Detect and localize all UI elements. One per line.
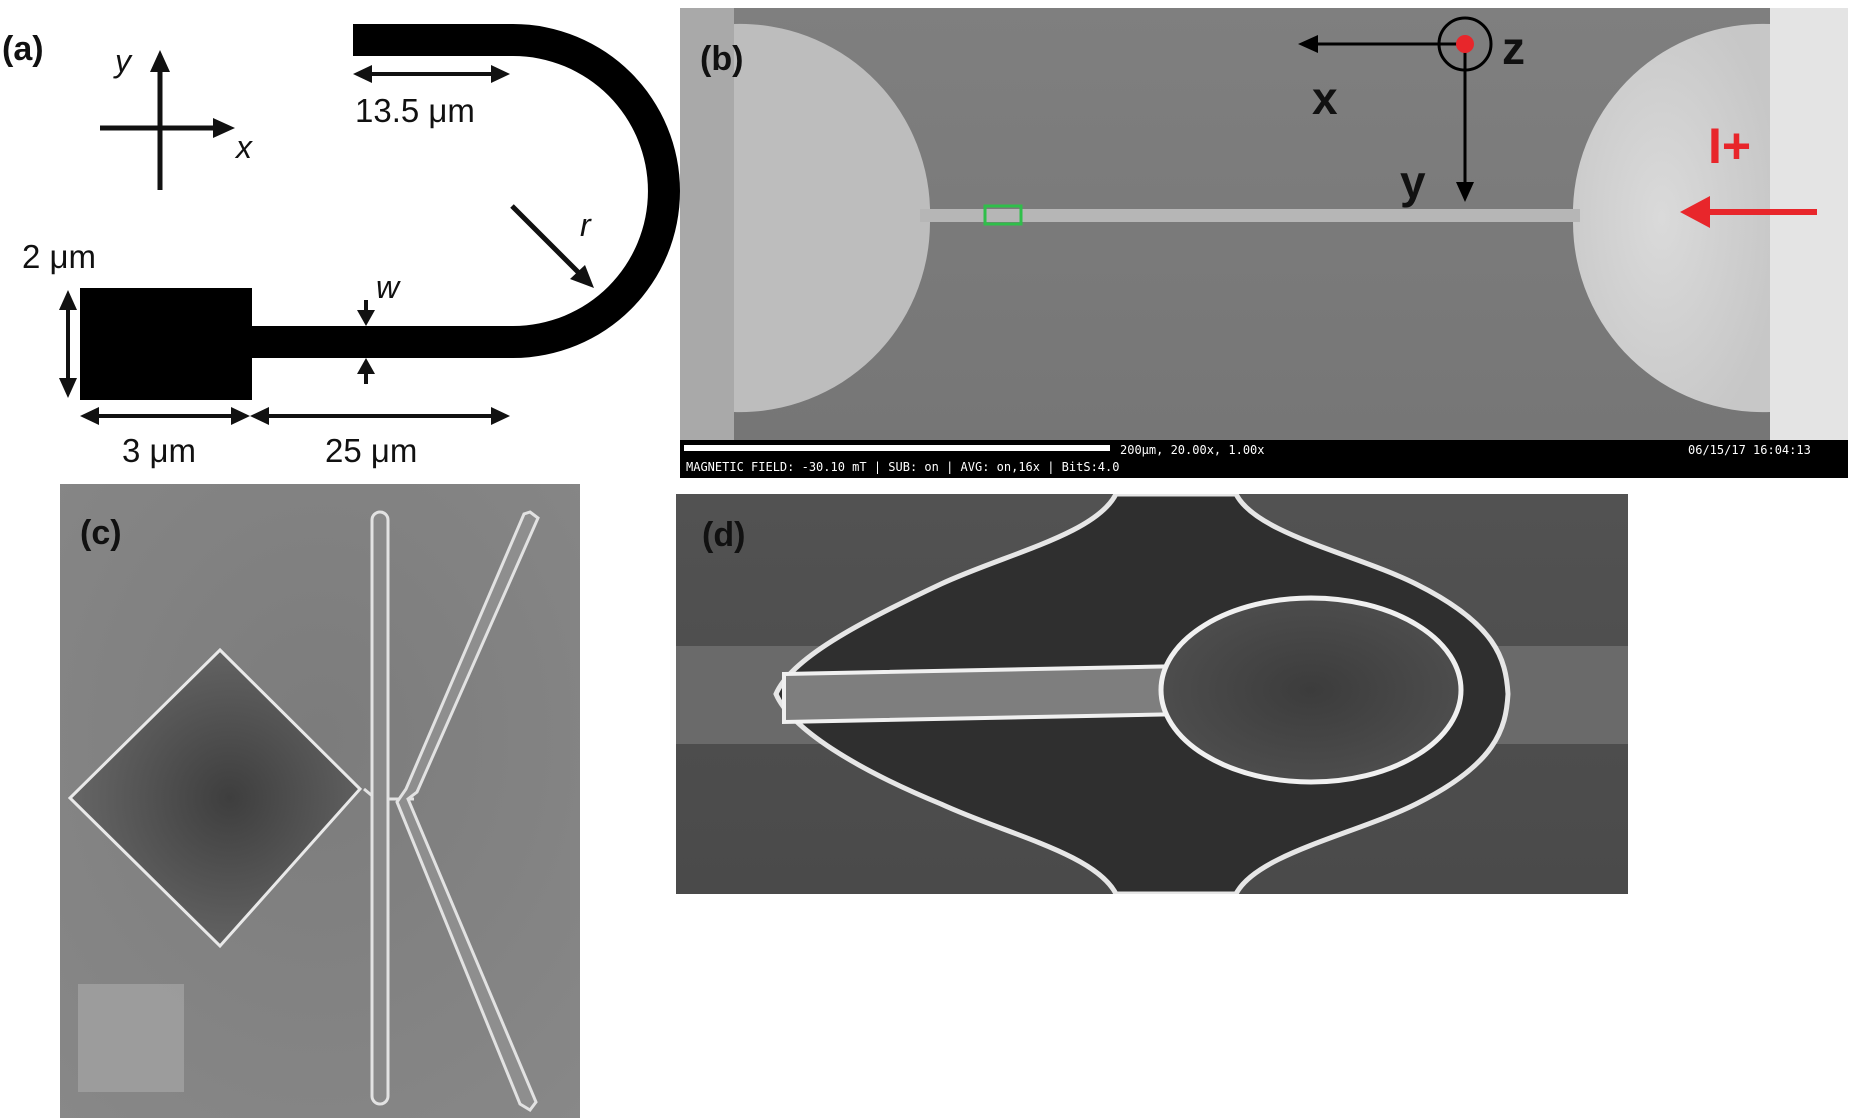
- left-contact-pad: [734, 23, 930, 413]
- current-arrow-icon: [1680, 196, 1817, 228]
- panel-a-schematic: (a) y x 13.5 μm r 2 μm w: [2, 24, 680, 469]
- scale-bar: [684, 445, 1110, 451]
- status-line1-text: 200μm, 20.00x, 1.00x: [1120, 443, 1265, 457]
- left-edge-strip: [680, 8, 734, 440]
- panel-d-sem-image: (d): [676, 494, 1628, 894]
- axes-xyz-icon: [1298, 16, 1493, 202]
- dim-pad-height-arrow: [59, 290, 77, 398]
- panel-c-sem-image: (c): [60, 484, 580, 1118]
- panel-a-label: (a): [2, 30, 44, 68]
- dim-pad-width-text: 3 μm: [122, 432, 196, 469]
- dim-bottom-arrows: [80, 407, 510, 425]
- status-line2-text: MAGNETIC FIELD: -30.10 mT | SUB: on | AV…: [686, 460, 1119, 474]
- current-label: I+: [1708, 118, 1751, 174]
- axis-x-label: x: [234, 129, 253, 165]
- dim-wire-length-text: 25 μm: [325, 432, 417, 469]
- diamond-pad: [67, 647, 363, 949]
- right-edge-strip: [1770, 8, 1848, 440]
- panel-c-label: (c): [80, 514, 122, 552]
- radius-label: r: [580, 207, 592, 243]
- right-contact-pad: [1573, 23, 1770, 413]
- dim-lead-text: 13.5 μm: [355, 92, 475, 129]
- radius-arrow: [510, 204, 594, 288]
- dim-width-text: w: [376, 269, 401, 305]
- axis-x-label-b: x: [1312, 72, 1338, 124]
- contact-square: [78, 984, 184, 1092]
- z-dot-icon: [1456, 35, 1474, 53]
- nanowire-stem: [782, 663, 1188, 725]
- status-timestamp-text: 06/15/17 16:04:13: [1688, 443, 1811, 457]
- dim-lead-arrow: [353, 65, 510, 83]
- bulb-pad: [1158, 595, 1464, 785]
- axis-y-label-b: y: [1400, 156, 1426, 208]
- axis-y-label: y: [113, 43, 133, 79]
- dim-width-arrows: [357, 300, 375, 384]
- junction-wires: [363, 510, 540, 1112]
- panel-b-sem-image: z x y I+ (b) 200μm, 20.00x, 1.00x 06/15/…: [680, 8, 1848, 478]
- axis-z-label: z: [1502, 22, 1525, 74]
- roi-box: [983, 204, 1023, 226]
- nanowire-strip: [920, 209, 1580, 222]
- axis-cross-icon: [100, 50, 235, 190]
- nanowire-shape: [80, 24, 680, 400]
- dim-pad-height-text: 2 μm: [22, 238, 96, 275]
- panel-d-label: (d): [702, 516, 745, 554]
- panel-b-label: (b): [700, 40, 743, 78]
